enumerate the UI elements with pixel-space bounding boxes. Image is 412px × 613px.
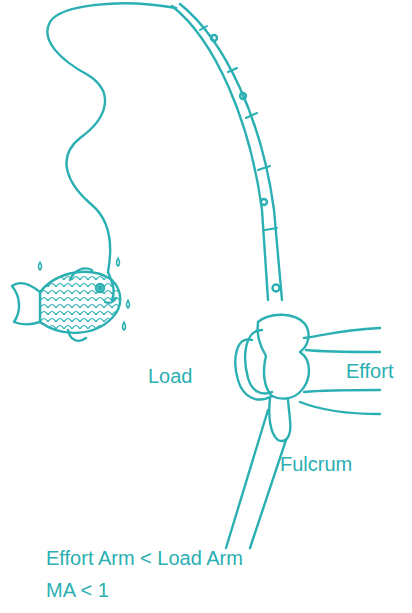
effort-label: Effort bbox=[346, 359, 393, 383]
fish bbox=[12, 258, 130, 341]
fishing-line bbox=[47, 3, 176, 272]
comparison-note: Effort Arm < Load Arm bbox=[46, 546, 243, 570]
effort-line bbox=[304, 328, 380, 338]
mechanical-advantage-note: MA < 1 bbox=[46, 578, 109, 602]
load-label: Load bbox=[148, 364, 193, 388]
rod bbox=[180, 4, 282, 300]
fulcrum-label: Fulcrum bbox=[280, 452, 352, 476]
fulcrum-knob bbox=[269, 398, 290, 441]
reel bbox=[235, 339, 272, 399]
rod-handle bbox=[226, 410, 268, 548]
